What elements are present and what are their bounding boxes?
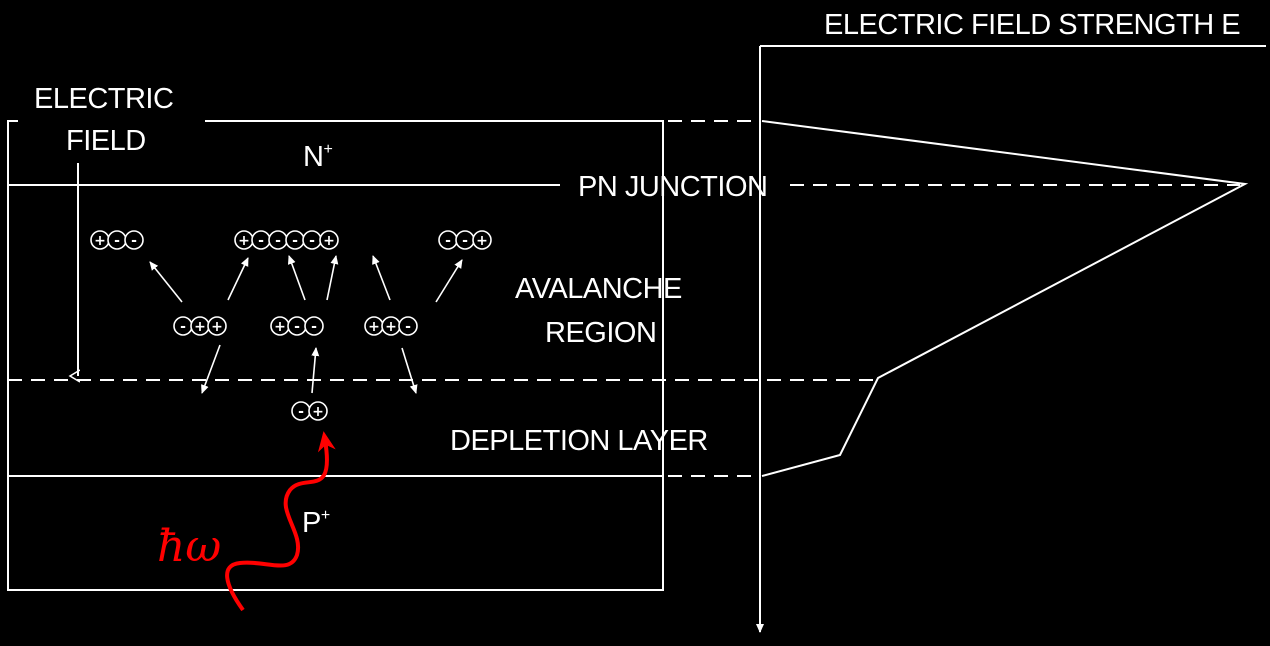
negative-charge-sign: - (275, 233, 281, 249)
negative-charge-sign: - (292, 233, 298, 249)
negative-charge-sign: - (294, 319, 300, 335)
negative-charge-sign: - (405, 319, 411, 335)
negative-charge-sign: - (462, 233, 468, 249)
field-strength-axis-label: ELECTRIC FIELD STRENGTH E (824, 9, 1240, 41)
positive-charge-sign: + (274, 319, 286, 335)
carrier-group-mid-left: -++ (174, 317, 226, 335)
avalanche-label-line1: AVALANCHE (515, 273, 682, 305)
carrier-group-mid-right: ++- (365, 317, 417, 335)
negative-charge-sign: - (309, 233, 315, 249)
electric-field-label-line1: ELECTRIC (34, 83, 173, 115)
electric-field-label-line2: FIELD (66, 125, 146, 157)
negative-charge-sign: - (258, 233, 264, 249)
n-region-label: N+ (303, 141, 332, 173)
positive-charge-sign: + (368, 319, 380, 335)
positive-charge-sign: + (312, 404, 324, 420)
field-axes (760, 46, 1266, 632)
field-profile-curve (762, 121, 1245, 476)
carrier-group-photo-pair: -+ (292, 402, 327, 420)
carrier-group-top-middle: +----+ (235, 231, 338, 249)
photon-energy-label: ħω (157, 521, 221, 572)
carrier-group-mid-center: +-- (271, 317, 323, 335)
p-region-label: P+ (302, 507, 330, 539)
avalanche-label-line2: REGION (545, 317, 656, 349)
positive-charge-sign: + (211, 319, 223, 335)
negative-charge-sign: - (180, 319, 186, 335)
negative-charge-sign: - (114, 233, 120, 249)
carrier-group-top-right: --+ (439, 231, 491, 249)
negative-charge-sign: - (311, 319, 317, 335)
positive-charge-sign: + (238, 233, 250, 249)
positive-charge-sign: + (385, 319, 397, 335)
positive-charge-sign: + (194, 319, 206, 335)
depletion-layer-label: DEPLETION LAYER (450, 425, 708, 457)
device-structure (8, 121, 663, 590)
negative-charge-sign: - (445, 233, 451, 249)
pn-junction-label: PN JUNCTION (578, 171, 767, 203)
positive-charge-sign: + (94, 233, 106, 249)
negative-charge-sign: - (298, 404, 304, 420)
carrier-group-top-left: +-- (91, 231, 143, 249)
device-outline (8, 121, 663, 590)
negative-charge-sign: - (131, 233, 137, 249)
positive-charge-sign: + (476, 233, 488, 249)
positive-charge-sign: + (323, 233, 335, 249)
